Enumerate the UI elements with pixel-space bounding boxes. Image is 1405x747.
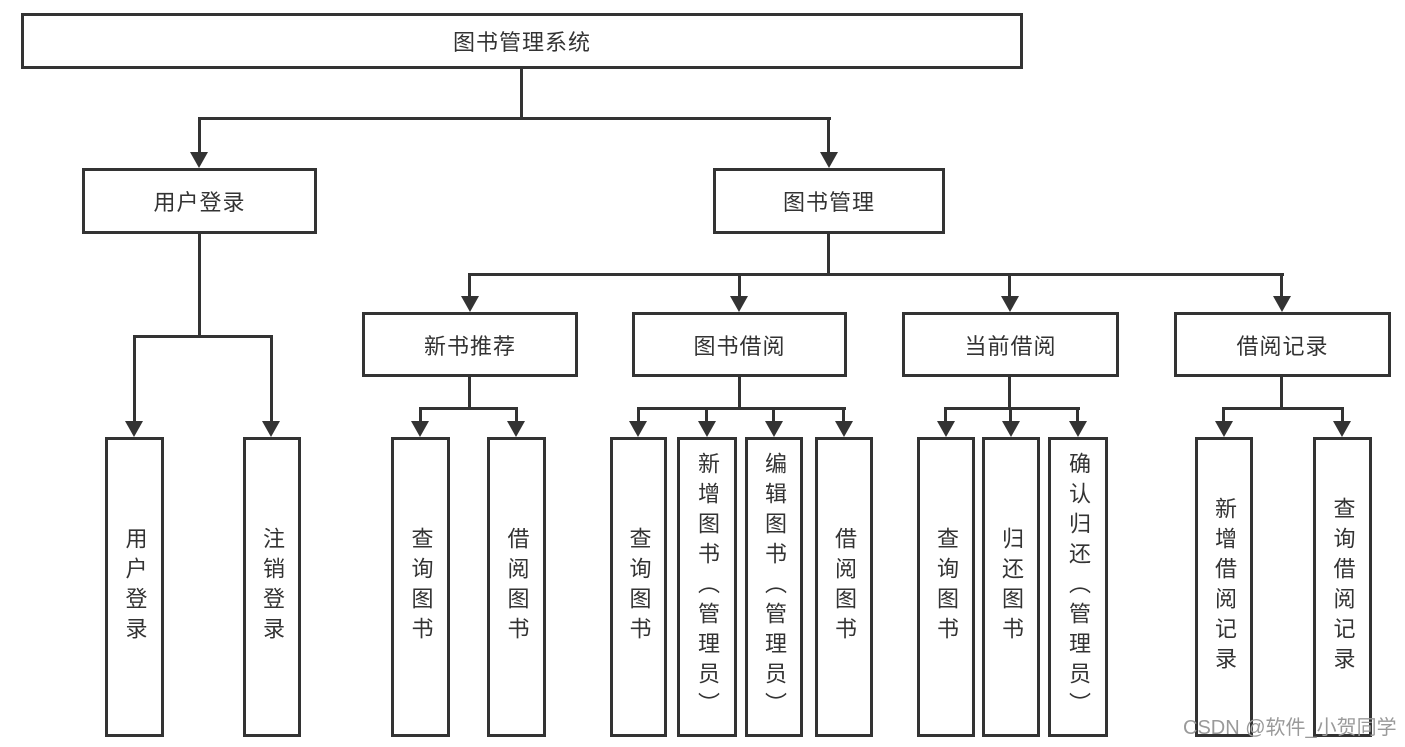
node-user-login: 用户登录	[82, 168, 317, 234]
arrow-down-icon	[1069, 421, 1087, 437]
connector-line	[1222, 407, 1344, 410]
arrow-down-icon	[125, 421, 143, 437]
leaf-records-add-borrow-record-label: 新增借阅记录	[1212, 497, 1237, 677]
connector-line	[944, 407, 1080, 410]
connector-line	[468, 273, 1284, 276]
arrow-down-icon	[507, 421, 525, 437]
arrow-down-icon	[937, 421, 955, 437]
leaf-current-query-books: 查询图书	[917, 437, 975, 737]
node-book-management: 图书管理	[713, 168, 945, 234]
node-book-borrowing: 图书借阅	[632, 312, 847, 377]
node-user-login-label: 用户登录	[153, 190, 246, 215]
leaf-records-add-borrow-record: 新增借阅记录	[1195, 437, 1253, 737]
connector-line	[827, 233, 830, 276]
arrow-down-icon	[698, 421, 716, 437]
connector-line	[944, 407, 947, 422]
arrow-down-icon	[1273, 296, 1291, 312]
connector-line	[270, 335, 273, 422]
arrow-down-icon	[730, 296, 748, 312]
arrow-down-icon	[411, 421, 429, 437]
connector-line	[1280, 273, 1283, 297]
node-new-book-recommendation: 新书推荐	[362, 312, 578, 377]
connector-line	[198, 117, 831, 120]
leaf-current-return-books: 归还图书	[982, 437, 1040, 737]
leaf-records-query-borrow-record-label: 查询借阅记录	[1330, 497, 1356, 677]
connector-line	[637, 407, 640, 422]
connector-line	[520, 68, 523, 120]
leaf-borrow-edit-books-admin-label: 编辑图书（管理员）	[762, 452, 787, 722]
connector-line	[842, 407, 845, 422]
connector-line	[738, 273, 741, 297]
node-book-management-label: 图书管理	[782, 190, 875, 215]
node-root-label: 图书管理系统	[452, 30, 591, 55]
connector-line	[419, 407, 422, 422]
connector-line	[1222, 407, 1225, 422]
leaf-recommend-query-books-label: 查询图书	[408, 527, 434, 647]
leaf-current-return-books-label: 归还图书	[999, 527, 1024, 647]
arrow-down-icon	[1001, 296, 1019, 312]
leaf-current-confirm-return-admin-label: 确认归还（管理员）	[1066, 452, 1091, 722]
leaf-current-confirm-return-admin: 确认归还（管理员）	[1048, 437, 1108, 737]
arrow-down-icon	[835, 421, 853, 437]
connector-line	[1008, 273, 1011, 297]
arrow-down-icon	[1333, 421, 1351, 437]
arrow-down-icon	[461, 296, 479, 312]
leaf-current-query-books-label: 查询图书	[934, 527, 959, 647]
leaf-borrow-borrow-books-label: 借阅图书	[832, 527, 857, 647]
leaf-recommend-borrow-books: 借阅图书	[487, 437, 546, 737]
arrow-down-icon	[765, 421, 783, 437]
node-current-borrowing-label: 当前借阅	[964, 333, 1057, 359]
arrow-down-icon	[1002, 421, 1020, 437]
leaf-borrow-borrow-books: 借阅图书	[815, 437, 873, 737]
arrow-down-icon	[262, 421, 280, 437]
connector-line	[1009, 407, 1012, 422]
node-root: 图书管理系统	[21, 13, 1023, 69]
csdn-watermark: CSDN @软件_小贺同学	[1183, 717, 1397, 739]
connector-line	[515, 407, 518, 422]
connector-line	[198, 233, 201, 335]
connector-line	[133, 335, 136, 422]
leaf-borrow-add-books-admin-label: 新增图书（管理员）	[695, 452, 720, 722]
connector-line	[1008, 376, 1011, 410]
connector-line	[772, 407, 775, 422]
connector-line	[738, 376, 741, 410]
connector-line	[1076, 407, 1079, 422]
arrow-down-icon	[820, 152, 838, 168]
node-book-borrowing-label: 图书借阅	[693, 333, 786, 359]
connector-line	[468, 273, 471, 297]
leaf-borrow-query-books-label: 查询图书	[626, 527, 652, 647]
leaf-user-login-label: 用户登录	[122, 527, 148, 647]
connector-line	[827, 117, 830, 153]
node-new-book-recommendation-label: 新书推荐	[423, 333, 516, 359]
node-borrowing-records-label: 借阅记录	[1236, 333, 1329, 359]
leaf-user-login: 用户登录	[105, 437, 164, 737]
arrow-down-icon	[190, 152, 208, 168]
arrow-down-icon	[629, 421, 647, 437]
connector-line	[133, 335, 273, 338]
leaf-borrow-add-books-admin: 新增图书（管理员）	[677, 437, 737, 737]
arrow-down-icon	[1215, 421, 1233, 437]
leaf-recommend-borrow-books-label: 借阅图书	[504, 527, 530, 647]
connector-line	[198, 117, 201, 153]
leaf-logout: 注销登录	[243, 437, 301, 737]
connector-line	[705, 407, 708, 422]
connector-line	[1280, 376, 1283, 410]
leaf-logout-label: 注销登录	[260, 527, 285, 647]
connector-line	[1341, 407, 1344, 422]
leaf-borrow-edit-books-admin: 编辑图书（管理员）	[745, 437, 803, 737]
node-borrowing-records: 借阅记录	[1174, 312, 1391, 377]
leaf-records-query-borrow-record: 查询借阅记录	[1313, 437, 1372, 737]
leaf-recommend-query-books: 查询图书	[391, 437, 450, 737]
connector-line	[468, 376, 471, 410]
node-current-borrowing: 当前借阅	[902, 312, 1119, 377]
leaf-borrow-query-books: 查询图书	[610, 437, 667, 737]
connector-line	[637, 407, 846, 410]
connector-line	[419, 407, 518, 410]
